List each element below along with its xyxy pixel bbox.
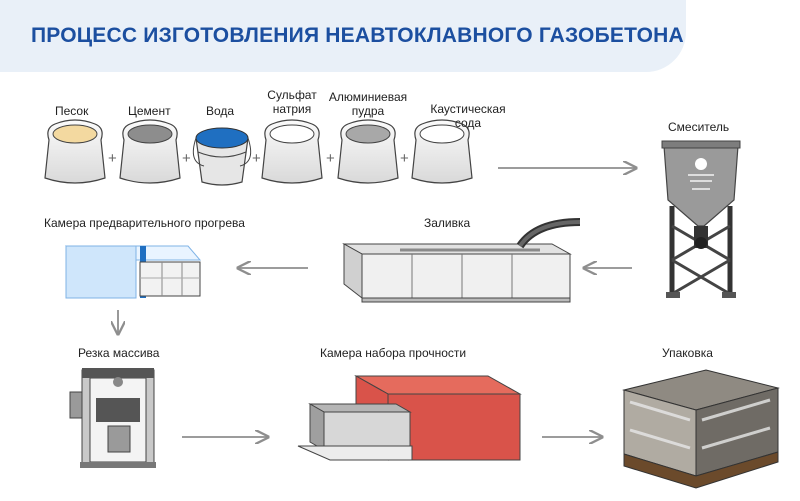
- mixer-logo-icon: [695, 158, 707, 170]
- label-pouring: Заливка: [424, 216, 471, 230]
- cutting-machine: [69, 368, 156, 468]
- plus-sign: +: [108, 150, 117, 167]
- aluminum-bag: [337, 119, 399, 184]
- label-mixer: Смеситель: [668, 120, 730, 134]
- packed-pallet: [622, 369, 780, 489]
- plus-sign: +: [182, 150, 191, 167]
- label-preheat: Камера предварительного прогрева: [44, 216, 245, 230]
- sand-bag: [44, 119, 106, 184]
- mixer-machine: [661, 140, 741, 298]
- label-soda: Каустическая сода: [430, 102, 506, 130]
- label-aluminum: Алюминиевая пудра: [328, 90, 408, 118]
- soda-bag: [411, 119, 473, 184]
- plus-sign: +: [252, 150, 261, 167]
- preheat-chamber: [64, 245, 202, 299]
- cement-bag: [119, 119, 181, 184]
- label-curing: Камера набора прочности: [320, 346, 467, 360]
- label-sand: Песок: [55, 104, 89, 118]
- sulfate-bag: [261, 119, 323, 184]
- label-cement: Цемент: [128, 104, 171, 118]
- title-banner: [0, 0, 686, 72]
- label-packing: Упаковка: [662, 346, 713, 360]
- water-bucket: [192, 127, 252, 186]
- curing-chamber: [297, 375, 522, 461]
- pouring-mold: [342, 218, 581, 303]
- label-water: Вода: [206, 104, 235, 118]
- plus-sign: +: [400, 150, 409, 167]
- cutter-logo-icon: [113, 377, 123, 387]
- label-cutting: Резка массива: [78, 346, 160, 360]
- plus-sign: +: [326, 150, 335, 167]
- label-sulfate: Сульфат натрия: [267, 88, 317, 116]
- page-title: ПРОЦЕСС ИЗГОТОВЛЕНИЯ НЕАВТОКЛАВНОГО ГАЗО…: [31, 24, 684, 47]
